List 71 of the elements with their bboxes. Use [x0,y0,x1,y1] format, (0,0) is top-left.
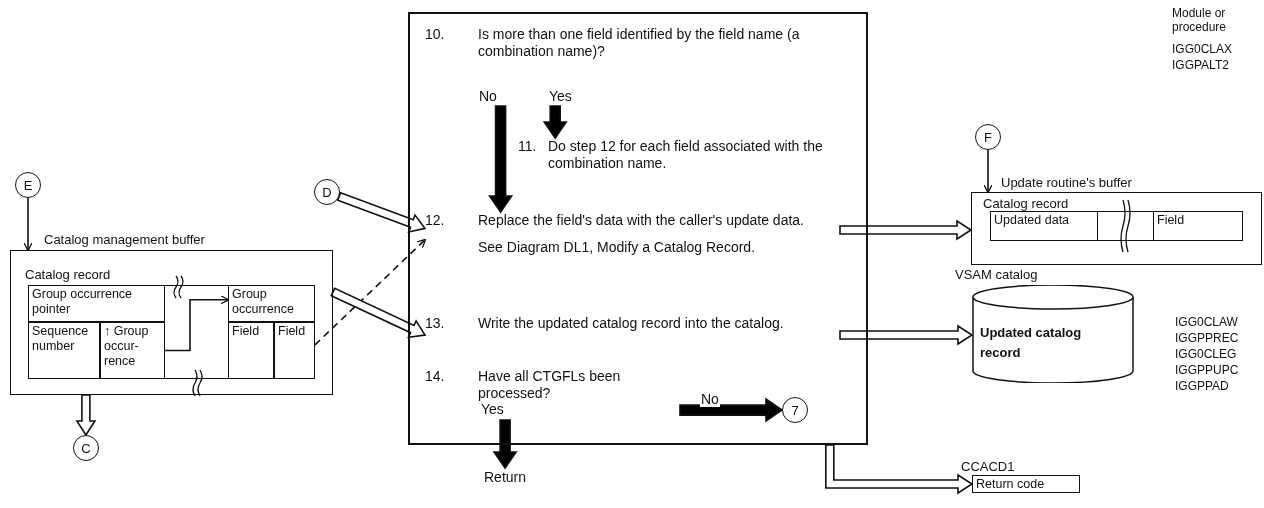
edge-label: Yes [480,401,505,417]
module-name: IGGPALT2 [1172,58,1229,72]
step-text: Write the updated catalog record into the catalog. [478,315,785,332]
data-name-label: CCACD1 [961,459,1015,474]
step-number: 12. [425,212,445,229]
arrow [23,197,33,252]
edge-label: Yes [548,88,573,104]
connector-circle [15,172,41,198]
edge-label: No [478,88,498,104]
step-text: See Diagram DL1, Modify a Catalog Record. [478,239,757,256]
record-field [28,322,100,379]
arrow [164,295,230,352]
solid-arrow [488,105,514,214]
edge-label: No [700,391,720,407]
connector-circle [73,435,99,461]
field-text: Group occurrence pointer [32,287,133,316]
hollow-arrow [839,219,973,241]
record-field [228,322,274,379]
connector-circle [975,124,1001,150]
step-text: Replace the field's data with the caller's update data. [478,212,805,229]
module-name: IGGPPUPC [1175,363,1239,377]
solid-arrow [492,419,518,470]
solid-arrow [679,397,784,423]
box-heading: Update routine's buffer [1001,175,1132,190]
hollow-arrow [839,324,974,346]
dashed-arrow [314,238,427,346]
step-number: 14. [425,368,445,385]
box-heading: Catalog management buffer [44,232,205,247]
hollow-arrow [75,394,97,437]
module-name: IGG0CLAW [1175,315,1238,329]
storage-heading: VSAM catalog [955,267,1038,282]
box-heading: Catalog record [983,196,1069,211]
step-text: Do step 12 for each field associated with the combination name. [548,138,824,172]
step-number: 10. [425,26,445,43]
record-field [28,285,165,322]
module-name: IGGPPAD [1175,379,1229,393]
module-name: IGG0CLEG [1175,347,1237,361]
connector-letter: 7 [791,402,799,418]
step-text: Have all CTGFLs been processed? [478,368,622,402]
step-number: 11. [518,138,537,155]
record-field [100,322,165,379]
field-text: Field [232,324,260,338]
connector-circle [782,397,808,423]
module-name: IGG0CLAX [1172,42,1233,56]
connector-letter: E [23,177,33,193]
box-heading: Catalog record [25,267,111,282]
record-field [228,285,315,322]
column-heading: Module or procedure [1172,6,1228,34]
field-text: Return code [976,477,1045,491]
step-number: 13. [425,315,445,332]
step-text: Is more than one field identified by the field name (a combination name)? [478,26,801,60]
field-text: Updated data [994,213,1070,227]
field-text: Field [278,324,306,338]
storage-content: Updated catalog record [980,324,1083,362]
field-text: ↑ Group occur- rence [104,324,149,368]
solid-arrow [542,105,568,140]
hollow-arrow [825,444,974,495]
field-text: Sequence number [32,324,89,353]
connector-letter: F [984,129,992,145]
hollow-arrow [336,191,427,234]
connector-letter: C [81,440,91,456]
arrow [983,149,993,194]
field-text: Field [1157,213,1185,227]
return-label: Return [484,469,527,485]
module-name: IGGPPREC [1175,331,1239,345]
record-field [274,322,315,379]
connector-letter: D [322,184,332,200]
process-box [408,12,868,445]
field-text: Group occurrence [232,287,294,316]
connector-circle [314,179,340,205]
hollow-arrow [330,287,427,339]
